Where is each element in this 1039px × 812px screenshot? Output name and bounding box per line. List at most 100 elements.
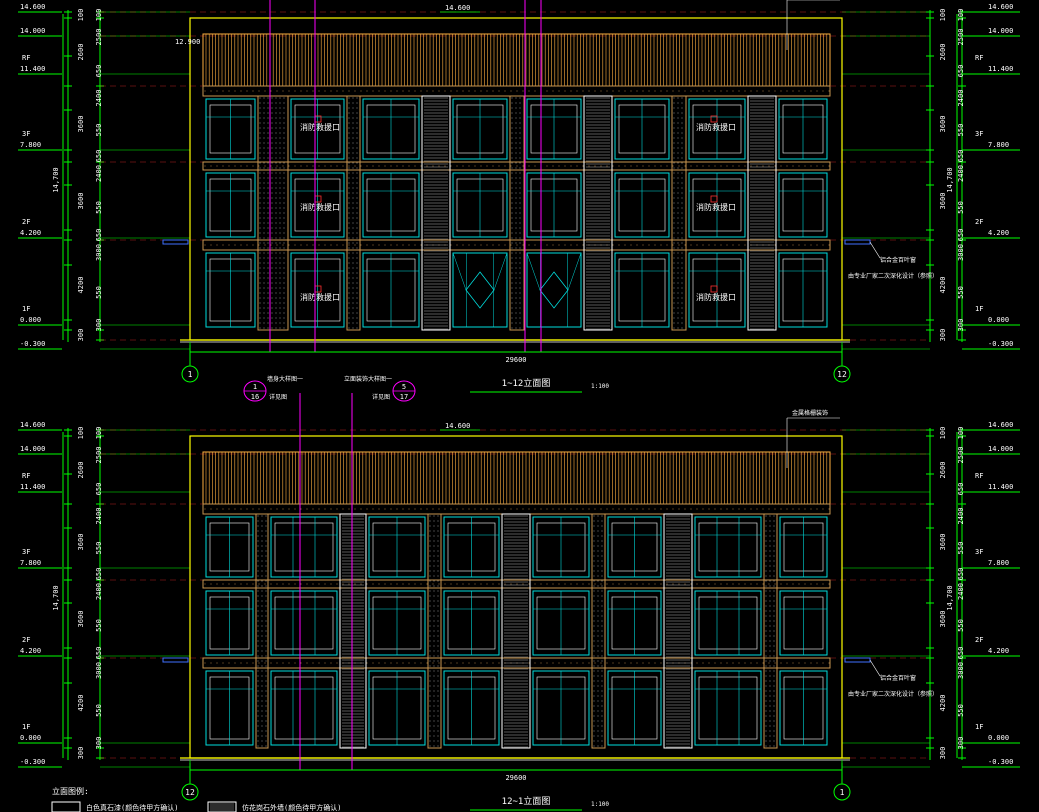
pier-stipple <box>265 530 267 532</box>
pier-stipple <box>429 665 431 667</box>
level-name: 1F <box>22 305 30 313</box>
pier-stipple <box>267 252 269 254</box>
pier-stipple <box>263 197 265 199</box>
pier-stipple <box>259 247 261 249</box>
band-hatch <box>690 244 692 246</box>
dim-inner-text: 100 <box>95 9 103 22</box>
level-name: 2F <box>22 636 30 644</box>
band-hatch <box>216 90 218 92</box>
pier-stipple <box>257 615 259 617</box>
pier-stipple <box>601 735 603 737</box>
legend-swatch-1 <box>51 801 81 812</box>
band-hatch <box>264 244 266 246</box>
pier-stipple <box>261 635 263 637</box>
pier-stipple <box>356 317 358 319</box>
elevation-scale: 1:100 <box>591 801 609 808</box>
pier-stipple <box>519 272 521 274</box>
band-hatch <box>324 583 326 585</box>
pier-stipple <box>429 740 431 742</box>
pier-stipple <box>265 580 267 582</box>
pier-stipple <box>597 535 599 537</box>
pier-stipple <box>261 570 263 572</box>
pier-stipple <box>275 212 277 214</box>
dim-inner-text: 650 <box>957 647 965 660</box>
band-hatch <box>318 244 320 246</box>
band-hatch <box>486 90 488 92</box>
pier-stipple <box>677 247 679 249</box>
pier-stipple <box>673 247 675 249</box>
band-hatch <box>276 583 278 585</box>
pier-stipple <box>593 555 595 557</box>
band-hatch <box>252 90 254 92</box>
band-hatch <box>384 244 386 246</box>
pier-stipple <box>348 262 350 264</box>
pier-stipple <box>356 142 358 144</box>
band-hatch <box>408 662 410 664</box>
pier-stipple <box>275 182 277 184</box>
pier-stipple <box>348 227 350 229</box>
pier-stipple <box>511 317 513 319</box>
band-hatch <box>600 508 602 510</box>
pier-stipple <box>773 610 775 612</box>
band-hatch <box>612 244 614 246</box>
pier-stipple <box>356 272 358 274</box>
band-hatch <box>792 508 794 510</box>
pier-stipple <box>271 177 273 179</box>
pier-stipple <box>261 560 263 562</box>
pier-stipple <box>769 655 771 657</box>
pier-stipple <box>352 307 354 309</box>
pier-stipple <box>429 580 431 582</box>
pier <box>509 95 525 331</box>
band-hatch <box>456 583 458 585</box>
pier-stipple <box>267 167 269 169</box>
pier-stipple <box>519 197 521 199</box>
pier-stipple <box>257 745 259 747</box>
band-hatch <box>738 90 740 92</box>
band-hatch <box>210 90 212 92</box>
band-hatch <box>528 583 530 585</box>
band-hatch <box>594 583 596 585</box>
band-hatch <box>546 165 548 167</box>
pier-stipple <box>769 735 771 737</box>
pier-stipple <box>265 520 267 522</box>
band-hatch <box>696 508 698 510</box>
pier-stipple <box>511 312 513 314</box>
window-sash <box>698 676 758 740</box>
band-hatch <box>372 662 374 664</box>
band-hatch <box>744 583 746 585</box>
pier-stipple <box>265 545 267 547</box>
band-hatch <box>666 90 668 92</box>
pier-stipple <box>348 317 350 319</box>
band-hatch <box>300 165 302 167</box>
dim-outer-text: 4200 <box>77 277 85 294</box>
pier-stipple <box>437 575 439 577</box>
band-hatch <box>384 583 386 585</box>
pier-stipple <box>267 97 269 99</box>
pier-stipple <box>597 740 599 742</box>
band-hatch <box>564 583 566 585</box>
pier-stipple <box>769 705 771 707</box>
pier-stipple <box>348 257 350 259</box>
pier-stipple <box>352 322 354 324</box>
pier-stipple <box>511 187 513 189</box>
band-hatch <box>414 165 416 167</box>
band-hatch <box>204 165 206 167</box>
pier-stipple <box>259 182 261 184</box>
pier-stipple <box>765 720 767 722</box>
level-value: 11.400 <box>20 65 45 73</box>
pier-stipple <box>263 277 265 279</box>
pier-stipple <box>267 157 269 159</box>
pier-stipple <box>601 565 603 567</box>
dim-inner-text: 2400 <box>95 165 103 182</box>
band-hatch <box>720 90 722 92</box>
pier-stipple <box>348 267 350 269</box>
band-hatch <box>816 583 818 585</box>
pier-stipple <box>348 312 350 314</box>
pier-stipple <box>283 212 285 214</box>
band-hatch <box>552 244 554 246</box>
band-hatch <box>408 583 410 585</box>
pier-stipple <box>601 690 603 692</box>
band-hatch <box>516 583 518 585</box>
pier-stipple <box>261 745 263 747</box>
pier-stipple <box>275 122 277 124</box>
